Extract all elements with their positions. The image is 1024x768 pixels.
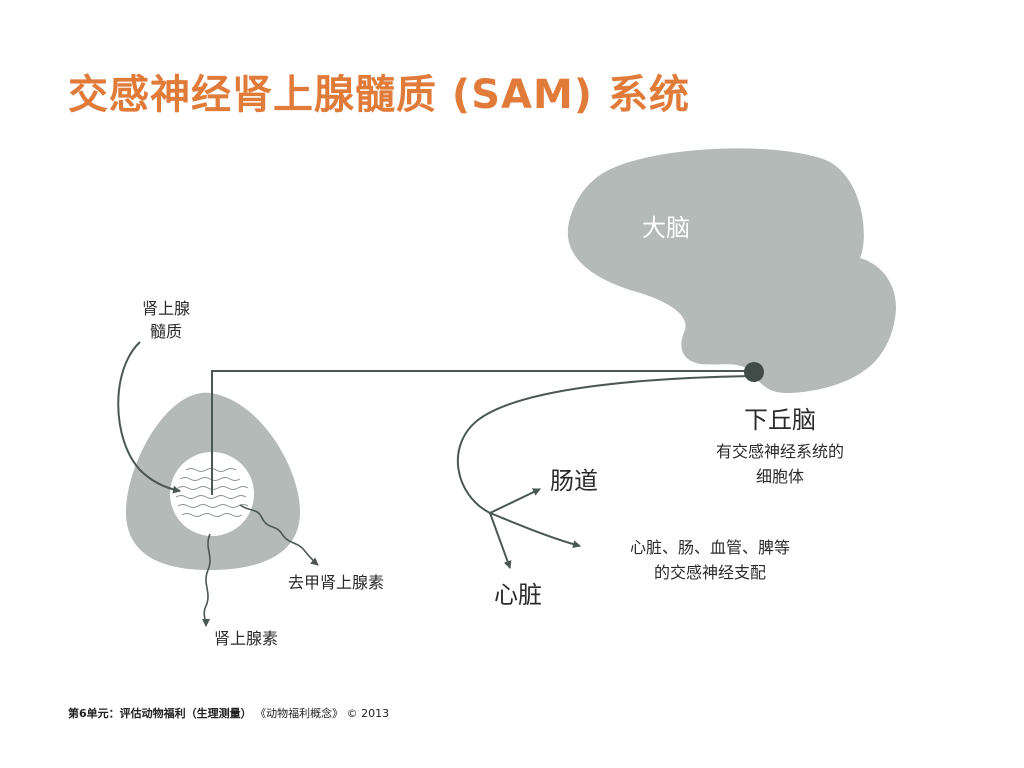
innervation-label-line1: 心脏、肠、血管、脾等 bbox=[630, 538, 790, 557]
innervation-label-line2: 的交感神经支配 bbox=[654, 563, 766, 582]
arrow-to-intestine bbox=[489, 488, 541, 514]
footer: 第6单元：评估动物福利（生理测量） 《动物福利概念》 © 2013 bbox=[68, 705, 389, 721]
hypothalamus-label: 下丘脑 bbox=[744, 406, 816, 434]
arrow-to-heart bbox=[489, 512, 512, 569]
brain-label: 大脑 bbox=[642, 214, 690, 242]
footer-source: 《动物福利概念》 © 2013 bbox=[255, 707, 390, 720]
hypothalamus-desc-line1: 有交感神经系统的 bbox=[716, 442, 844, 461]
slide-title: 交感神经肾上腺髓质 (SAM) 系统 bbox=[68, 72, 690, 118]
hypothalamus-desc-line2: 细胞体 bbox=[756, 467, 804, 486]
nerve-to-adrenal bbox=[211, 370, 752, 495]
norepinephrine-label: 去甲肾上腺素 bbox=[288, 573, 384, 592]
norepinephrine-release bbox=[239, 504, 319, 566]
epinephrine-label: 肾上腺素 bbox=[214, 629, 278, 648]
footer-unit: 第6单元：评估动物福利（生理测量） bbox=[68, 707, 252, 720]
brain-shape bbox=[567, 148, 896, 394]
nerve-to-organs bbox=[456, 375, 753, 514]
hypothalamus-node bbox=[744, 362, 764, 382]
adrenal-medulla-label-line2: 髓质 bbox=[150, 322, 182, 341]
epinephrine-release bbox=[201, 533, 211, 627]
arrow-to-other-organs bbox=[489, 512, 581, 549]
heart-label: 心脏 bbox=[494, 581, 542, 609]
arrow-medulla-label bbox=[117, 341, 181, 494]
adrenal-medulla-label-line1: 肾上腺 bbox=[142, 299, 190, 318]
intestine-label: 肠道 bbox=[550, 467, 598, 495]
